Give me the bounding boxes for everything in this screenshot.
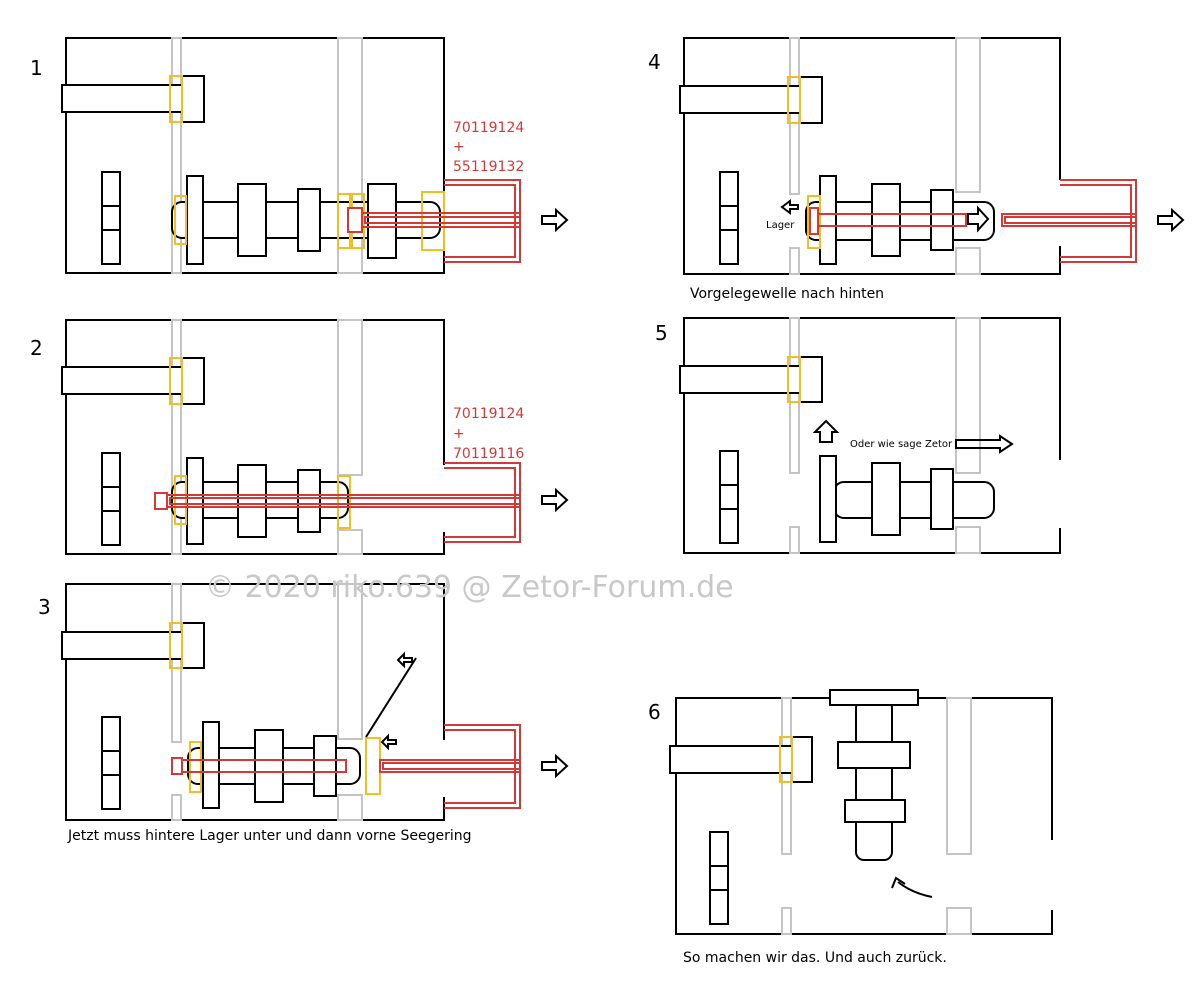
housing: [65, 37, 445, 274]
puller-tool: [809, 179, 1137, 263]
pointer-line: [365, 657, 417, 738]
rotation-arrow: [897, 881, 933, 898]
panel-5: [679, 317, 1061, 554]
part-number-b: 55119132: [453, 159, 524, 175]
input-gear: [181, 75, 205, 123]
front-bearing: [169, 75, 183, 123]
front-wall: [171, 37, 182, 274]
housing: [683, 37, 1061, 275]
up-arrow-icon: [812, 419, 840, 443]
pull-arrow: [541, 207, 569, 233]
caption-6: So machen wir das. Und auch zurück.: [683, 950, 947, 966]
part-number-b: 70119116: [453, 446, 524, 462]
plus-sign: +: [453, 139, 465, 155]
housing: [683, 317, 1061, 554]
puller-tool: [347, 179, 521, 263]
panel-6: [669, 689, 1053, 935]
puller-tool: [171, 724, 521, 809]
panel-number-2: 2: [30, 336, 43, 360]
plus-sign: +: [453, 426, 465, 442]
puller-tool: [154, 462, 521, 543]
panel-number-3: 3: [38, 595, 51, 619]
watermark: © 2020 riko.639 @ Zetor-Forum.de: [205, 570, 734, 605]
bearing-label: Lager: [766, 220, 795, 231]
panel-2: [61, 319, 569, 555]
panel-number-5: 5: [655, 321, 668, 345]
panel-1: [61, 37, 569, 274]
panel-number-1: 1: [30, 56, 43, 80]
panel-number-4: 4: [648, 50, 661, 74]
note-5: Oder wie sage Zetor: [850, 439, 953, 450]
small-arrow-icon: [380, 733, 397, 751]
panel-3: [61, 583, 569, 821]
input-shaft: [61, 84, 183, 113]
small-arrow-icon: [396, 651, 413, 669]
caption-4: Vorgelegewelle nach hinten: [690, 286, 884, 302]
housing: [65, 583, 445, 821]
part-number-a: 70119124: [453, 120, 524, 136]
housing: [675, 697, 1053, 935]
bearing: [807, 195, 821, 249]
panel-number-6: 6: [648, 700, 661, 724]
shift-arrow: [967, 205, 990, 233]
gear-stack: [101, 171, 121, 265]
lifted-countershaft: [829, 689, 919, 861]
panel-4: [679, 37, 1185, 275]
rear-bearing: [421, 191, 445, 251]
caption-3: Jetzt muss hintere Lager unter und dann …: [67, 828, 472, 844]
countershaft-front-bearing: [174, 195, 187, 245]
part-number-a: 70119124: [453, 406, 524, 422]
rear-bearing: [365, 737, 381, 795]
bearing-arrow-icon: [780, 199, 799, 215]
right-arrow-icon: [955, 434, 1014, 454]
housing: [65, 319, 445, 555]
